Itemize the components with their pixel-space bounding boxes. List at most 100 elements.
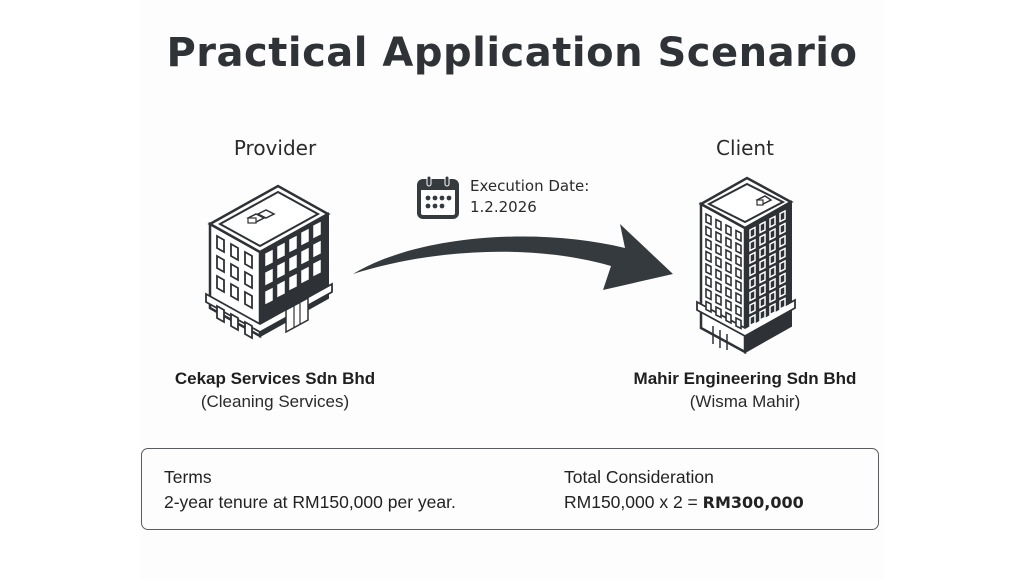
window xyxy=(301,266,309,284)
window xyxy=(769,227,776,241)
window xyxy=(715,243,722,257)
window xyxy=(779,259,786,273)
window xyxy=(715,268,722,282)
window xyxy=(725,261,732,275)
window xyxy=(725,286,732,300)
window xyxy=(779,284,786,298)
window xyxy=(749,276,756,290)
office-building-icon xyxy=(205,184,333,340)
window xyxy=(769,240,776,254)
window xyxy=(769,215,776,229)
window xyxy=(735,266,742,280)
provider-company: Cekap Services Sdn Bhd (Cleaning Service… xyxy=(150,369,400,412)
window xyxy=(749,238,756,252)
window xyxy=(779,247,786,261)
execution-date-value: 1.2.2026 xyxy=(470,198,537,216)
page-title: Practical Application Scenario xyxy=(166,30,858,76)
window xyxy=(277,261,285,279)
window xyxy=(244,290,253,310)
window xyxy=(301,228,309,246)
window xyxy=(769,277,776,291)
window xyxy=(244,250,253,270)
window xyxy=(216,254,225,274)
total-consideration-heading: Total Consideration xyxy=(564,467,714,487)
window xyxy=(216,304,225,324)
window xyxy=(244,320,253,340)
window xyxy=(705,237,712,251)
window xyxy=(277,242,285,260)
provider-company-name: Cekap Services Sdn Bhd xyxy=(174,369,376,388)
total-consideration-section: Total Consideration RM150,000 x 2 = RM30… xyxy=(564,465,804,515)
window xyxy=(277,280,285,298)
window xyxy=(725,248,732,262)
window xyxy=(759,295,766,309)
window xyxy=(216,234,225,254)
terms-box: Terms 2-year tenure at RM150,000 per yea… xyxy=(141,448,879,530)
curved-arrow-right-icon xyxy=(353,224,673,290)
window xyxy=(230,312,239,332)
window xyxy=(749,226,756,240)
window xyxy=(715,255,722,269)
window xyxy=(289,273,297,291)
window xyxy=(705,275,712,289)
window xyxy=(749,251,756,265)
execution-date-label: Execution Date: xyxy=(470,177,590,195)
window xyxy=(715,218,722,232)
window xyxy=(759,220,766,234)
window xyxy=(244,270,253,290)
window xyxy=(779,209,786,223)
window xyxy=(769,265,776,279)
window xyxy=(735,279,742,293)
provider-company-detail: (Cleaning Services) xyxy=(200,392,350,411)
window xyxy=(265,287,273,305)
window xyxy=(735,241,742,255)
window xyxy=(769,302,776,316)
window xyxy=(705,225,712,239)
execution-date: Execution Date: 1.2.2026 xyxy=(416,174,589,220)
terms-heading: Terms xyxy=(164,467,212,487)
window xyxy=(779,234,786,248)
window xyxy=(715,293,722,307)
client-company-name: Mahir Engineering Sdn Bhd xyxy=(633,369,857,388)
window xyxy=(735,304,742,318)
window xyxy=(779,272,786,286)
client-company-detail: (Wisma Mahir) xyxy=(689,392,801,411)
window xyxy=(313,259,321,277)
window xyxy=(725,273,732,287)
provider-label: Provider xyxy=(233,136,317,160)
window xyxy=(301,247,309,265)
window xyxy=(769,252,776,266)
window xyxy=(705,262,712,276)
window xyxy=(759,233,766,247)
window xyxy=(759,270,766,284)
window xyxy=(725,298,732,312)
window xyxy=(749,301,756,315)
window xyxy=(265,249,273,267)
window xyxy=(230,262,239,282)
window xyxy=(725,236,732,250)
window xyxy=(715,230,722,244)
total-value: RM300,000 xyxy=(702,493,804,512)
window xyxy=(705,250,712,264)
window xyxy=(749,288,756,302)
window xyxy=(759,258,766,272)
window xyxy=(735,229,742,243)
window xyxy=(779,222,786,236)
client-label: Client xyxy=(716,136,774,160)
window xyxy=(735,254,742,268)
window xyxy=(289,235,297,253)
window xyxy=(725,223,732,237)
window xyxy=(725,311,732,325)
window xyxy=(705,300,712,314)
window xyxy=(759,245,766,259)
window xyxy=(735,291,742,305)
terms-text: 2-year tenure at RM150,000 per year. xyxy=(164,492,456,512)
window xyxy=(759,283,766,297)
window xyxy=(289,254,297,272)
window xyxy=(769,290,776,304)
window xyxy=(705,212,712,226)
window xyxy=(265,268,273,286)
window xyxy=(749,313,756,327)
window xyxy=(715,305,722,319)
window xyxy=(735,316,742,330)
